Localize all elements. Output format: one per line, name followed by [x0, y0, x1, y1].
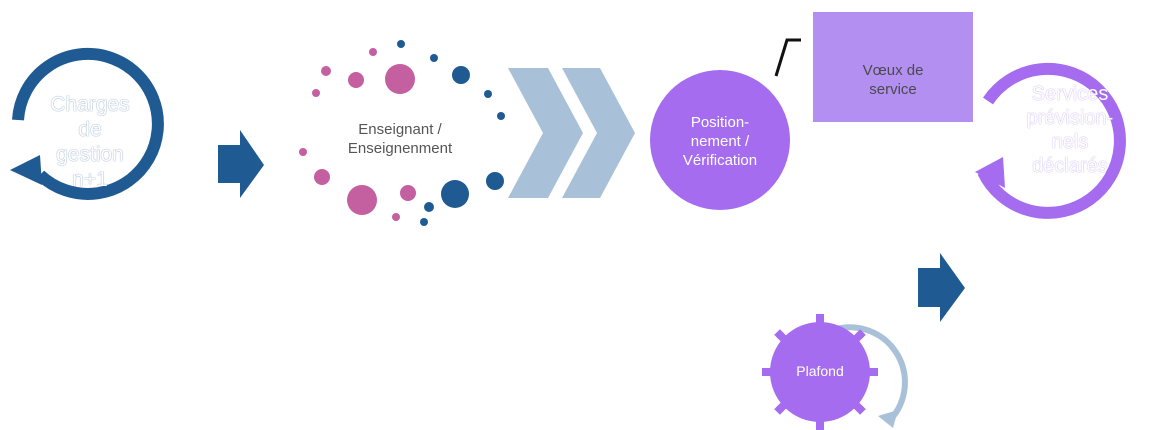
dot — [441, 180, 469, 208]
dot — [424, 202, 434, 212]
dot — [430, 54, 438, 62]
charges-cycle — [10, 47, 164, 200]
plafond-gear-body — [770, 322, 870, 422]
dot — [484, 90, 492, 98]
dot — [420, 218, 428, 226]
dot — [497, 112, 505, 120]
dot — [312, 89, 320, 97]
plafond-gear-curve-arrow — [832, 324, 908, 423]
services-cycle-ring — [977, 62, 1126, 219]
dot — [486, 172, 504, 190]
positionnement-circle — [650, 70, 790, 210]
dot — [385, 64, 415, 94]
dot — [452, 66, 470, 84]
services-cycle — [975, 62, 1126, 219]
dot — [397, 40, 405, 48]
dot — [299, 148, 307, 156]
chevron-1 — [508, 68, 583, 198]
arrow-to-services — [918, 253, 965, 322]
dot — [348, 72, 364, 88]
enseignant-label: Enseignant / Enseignenment — [347, 121, 453, 157]
dot — [400, 185, 416, 201]
plafond-gear — [762, 314, 908, 430]
charges-label: Charges de gestion n+1 — [50, 92, 130, 192]
dot — [347, 185, 377, 215]
voeux-box — [813, 12, 973, 122]
charges-cycle-arrowhead — [10, 155, 42, 185]
voeux-label: Vœux de service — [862, 62, 924, 98]
dot — [392, 213, 400, 221]
services-label: Services prévision- nels déclarés — [1026, 83, 1114, 177]
dot — [321, 66, 331, 76]
plafond-gear-teeth — [762, 314, 878, 430]
enseignant-dot-cluster — [299, 40, 505, 226]
dot — [369, 48, 377, 56]
chevron-2 — [562, 68, 635, 198]
chevron-arrows — [508, 68, 635, 198]
charges-cycle-ring — [12, 47, 164, 200]
positionnement-label: Position- nement / Vérification — [682, 114, 758, 169]
dot — [314, 169, 330, 185]
bracket-line — [774, 38, 801, 77]
plafond-label: Plafond — [796, 363, 844, 380]
plafond-gear-curve-arrowhead — [878, 410, 898, 428]
services-cycle-arrowhead — [975, 157, 1005, 188]
arrow-charges-to-enseignant — [218, 130, 264, 198]
